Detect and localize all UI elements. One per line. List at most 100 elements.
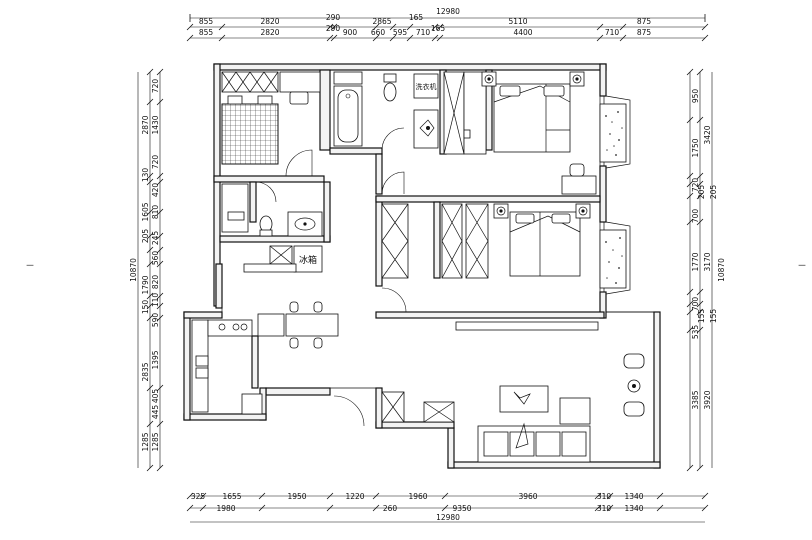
dimension-tick	[696, 300, 704, 308]
top-dim: 595	[393, 28, 408, 37]
top-dim: 5110	[508, 17, 527, 26]
right-dim: 155	[709, 309, 718, 324]
top-overall-dimension: 12980	[436, 7, 460, 16]
nightstand-right-1	[569, 71, 585, 87]
dimension-tick	[606, 492, 614, 500]
dimension-tick	[156, 178, 164, 186]
dimension-tick	[146, 260, 154, 268]
dimension-tick	[146, 384, 154, 392]
dimension-tick	[330, 23, 338, 31]
nightstand-right-2	[575, 203, 591, 219]
right-dim: 535	[691, 325, 700, 340]
dimension-tick	[656, 504, 664, 512]
left-overall-dimension: 10870	[129, 258, 138, 282]
left-dim: 720	[151, 155, 160, 170]
right-dim: 720	[691, 178, 700, 193]
bottom-dim: 9350	[452, 504, 471, 513]
axis-mark-left: 一	[26, 261, 34, 270]
dimension-tick	[696, 464, 704, 472]
dimension-tick	[686, 308, 694, 316]
dimension-tick	[441, 504, 449, 512]
fridge: 冰箱	[293, 245, 323, 273]
left-dim: 1605	[141, 202, 150, 221]
dimension-tick	[156, 420, 164, 428]
dimension-tick	[156, 232, 164, 240]
sofa	[477, 422, 591, 463]
dimension-tick	[372, 23, 380, 31]
bottom-dimensions: 325 1655 1950 1220 1960 3960 310 1340 19…	[186, 492, 709, 523]
dimension-tick	[326, 34, 334, 42]
shower-cabinet	[221, 183, 249, 233]
left-dim: 1430	[151, 115, 160, 134]
dimension-tick	[258, 492, 266, 500]
dimension-tick	[146, 314, 154, 322]
dimension-tick	[696, 288, 704, 296]
dimension-tick	[701, 504, 709, 512]
dining-table	[285, 301, 339, 349]
dimension-tick	[156, 68, 164, 76]
dimension-tick	[389, 34, 397, 42]
dimension-tick	[156, 246, 164, 254]
axis-mark-right: 一	[798, 261, 806, 270]
dimension-tick	[619, 23, 627, 31]
dimension-tick	[146, 292, 154, 300]
dimension-tick	[389, 23, 397, 31]
dimension-tick	[186, 23, 194, 31]
dimension-tick	[156, 314, 164, 322]
dimension-tick	[696, 68, 704, 76]
bathtub	[333, 85, 363, 147]
shelf-bath	[333, 71, 363, 85]
dimension-tick	[686, 326, 694, 334]
door-master-bedroom	[285, 149, 313, 177]
dimension-tick	[696, 218, 704, 226]
bottom-dim: 325	[191, 492, 206, 501]
door-bath-2	[255, 181, 277, 203]
fridge-label: 冰箱	[299, 254, 317, 266]
dimension-tick	[372, 492, 380, 500]
toilet-top	[383, 73, 397, 102]
dimension-tick	[258, 504, 266, 512]
right-dim: 205	[697, 185, 706, 200]
bay-window-bedroom-1	[599, 95, 631, 169]
bay-window-bedroom-2	[599, 221, 631, 295]
dimension-tick	[156, 302, 164, 310]
left-dim: 590	[151, 313, 160, 328]
right-dim: 700	[691, 297, 700, 312]
right-dim: 205	[709, 185, 718, 200]
laundry-label: 洗衣机	[416, 82, 437, 91]
right-dim: 3385	[691, 390, 700, 409]
door-entry	[333, 395, 365, 427]
dimension-tick	[701, 492, 709, 500]
entry-cabinets	[381, 391, 455, 423]
right-dim: 3920	[703, 390, 712, 409]
dimension-tick	[656, 492, 664, 500]
dimension-tick	[441, 492, 449, 500]
dimension-tick	[686, 192, 694, 200]
dimension-tick	[326, 23, 334, 31]
nightstand-left-1	[481, 71, 497, 87]
dimension-tick	[686, 68, 694, 76]
dimension-tick	[330, 34, 338, 42]
top-dim: 855	[199, 17, 214, 26]
dimension-tick	[696, 192, 704, 200]
dimension-tick	[431, 34, 439, 42]
dimension-tick	[199, 492, 207, 500]
small-stool	[463, 129, 471, 139]
bottom-dim: 1340	[624, 492, 643, 501]
vanity-top	[413, 109, 439, 149]
left-dim: 560	[151, 251, 160, 266]
top-dim: 2865	[372, 17, 391, 26]
laundry-area: 洗衣机	[413, 73, 439, 99]
left-dim: 245	[151, 231, 160, 246]
top-dim: 290	[326, 13, 341, 22]
door-bath-top	[381, 127, 405, 151]
wardrobe-hall-top	[443, 71, 487, 155]
right-dim: 3170	[703, 252, 712, 271]
dimension-tick	[156, 172, 164, 180]
bottom-dim: 1950	[287, 492, 306, 501]
dimension-tick	[146, 464, 154, 472]
dimension-tick	[146, 420, 154, 428]
dimension-tick	[696, 180, 704, 188]
dimension-tick	[156, 260, 164, 268]
dimension-tick	[701, 34, 709, 42]
